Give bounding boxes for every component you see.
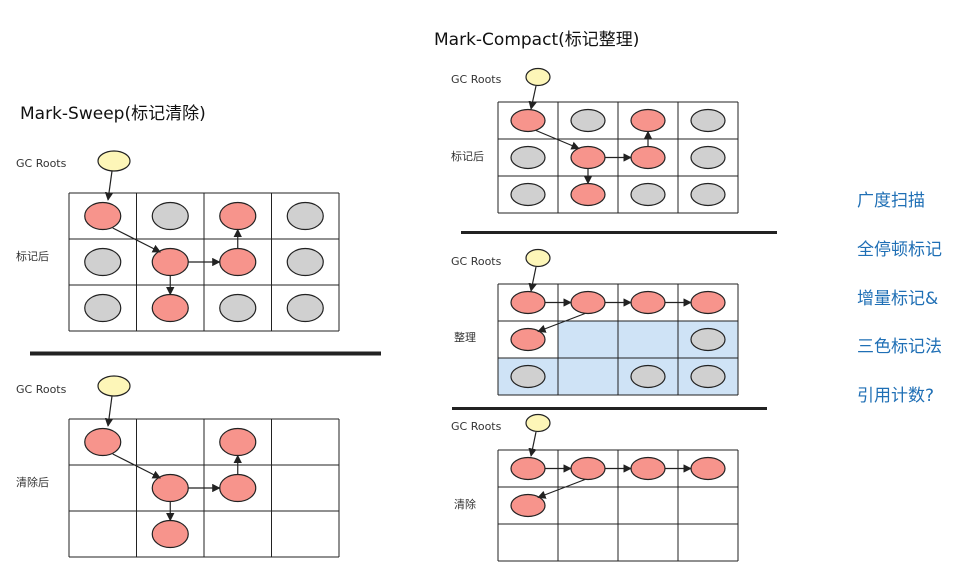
gc-root-node [525,413,551,433]
unmarked-object [286,201,324,231]
gc-roots-label: GC Roots [16,383,67,396]
unmarked-object [286,247,324,277]
gc-root-node [525,67,551,87]
gc-roots-label: GC Roots [451,73,502,86]
side-note-tricolor-mark: 三色标记法 [857,337,942,357]
marked-object [510,327,546,352]
marked-object [570,182,606,207]
unmarked-object [690,327,726,352]
reference-arrow [528,431,537,457]
free-cell-highlight [558,321,618,358]
reference-arrow [528,266,537,292]
reference-arrow [104,170,114,201]
gc-root-node [97,375,131,397]
gc-root-node [97,150,131,172]
unmarked-object [630,182,666,207]
reference-arrow [112,453,161,479]
marked-object [510,290,546,315]
mark-compact-title: Mark-Compact(标记整理) [434,30,640,50]
marked-object [84,201,122,231]
row-label: 标记后 [451,150,484,163]
marked-object [151,247,189,277]
unmarked-object [690,364,726,389]
marked-object [219,427,257,457]
marked-object [570,456,606,481]
unmarked-object [286,293,324,323]
marked-object [630,145,666,170]
unmarked-object [570,108,606,133]
marked-object [570,145,606,170]
free-cell-highlight [618,321,678,358]
marked-object [510,108,546,133]
unmarked-object [84,247,122,277]
unmarked-object [630,364,666,389]
reference-arrow [112,227,161,253]
marked-object [630,108,666,133]
marked-object [219,201,257,231]
reference-arrow [535,129,580,150]
unmarked-object [84,293,122,323]
marked-object [690,290,726,315]
reference-arrow [537,478,586,499]
row-label: 清除后 [16,476,49,489]
marked-object [151,293,189,323]
unmarked-object [151,201,189,231]
free-cell-highlight [558,358,618,395]
unmarked-object [510,145,546,170]
marked-object [630,290,666,315]
marked-object [570,290,606,315]
marked-object [151,473,189,503]
side-note-breadth-first-scan: 广度扫描 [857,191,925,211]
unmarked-object [510,364,546,389]
row-label: 清除 [454,498,476,511]
marked-object [630,456,666,481]
gc-roots-label: GC Roots [451,255,502,268]
row-label: 标记后 [16,250,49,263]
marked-object [690,456,726,481]
marked-object [219,473,257,503]
marked-object [510,456,546,481]
unmarked-object [219,293,257,323]
gc-roots-label: GC Roots [16,157,67,170]
reference-arrow [104,395,114,427]
side-note-reference-count: 引用计数? [857,386,935,406]
row-label: 整理 [454,331,476,344]
unmarked-object [690,108,726,133]
unmarked-object [690,182,726,207]
gc-root-node [525,248,551,268]
marked-object [151,519,189,549]
marked-object [510,493,546,518]
marked-object [219,247,257,277]
reference-arrow [528,85,537,110]
side-note-stop-the-world-mark: 全停顿标记 [857,240,942,260]
marked-object [84,427,122,457]
side-note-incremental-mark: 增量标记& [857,289,939,309]
unmarked-object [690,145,726,170]
mark-sweep-title: Mark-Sweep(标记清除) [20,104,206,124]
reference-arrow [537,312,586,333]
unmarked-object [510,182,546,207]
gc-roots-label: GC Roots [451,420,502,433]
